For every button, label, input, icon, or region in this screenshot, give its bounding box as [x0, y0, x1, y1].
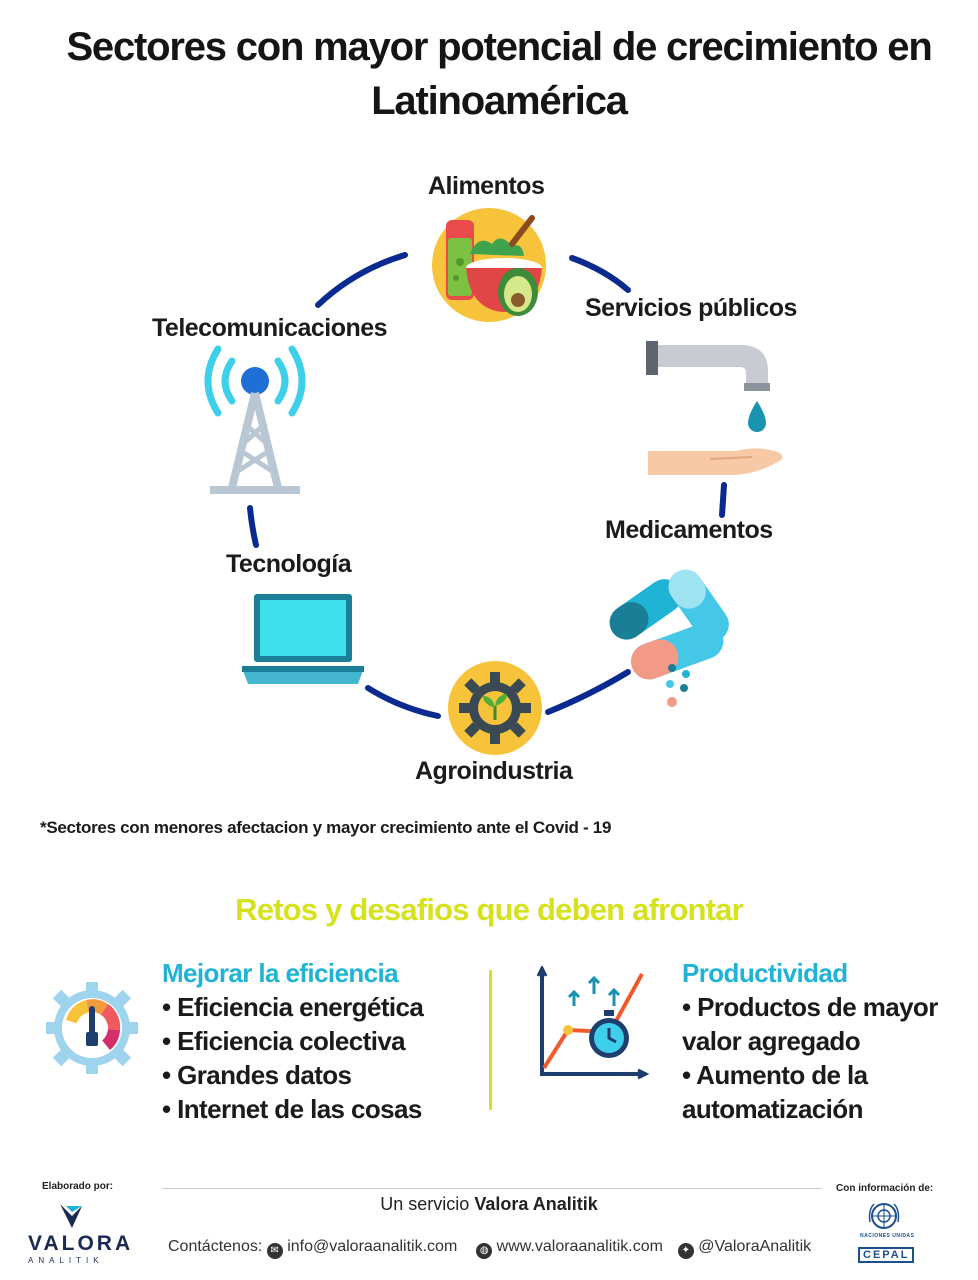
web-icon: ◍ — [476, 1243, 493, 1259]
page-title: Sectores con mayor potencial de crecimie… — [66, 25, 932, 123]
capsules-icon — [609, 569, 729, 707]
eficiencia-title: Mejorar la eficiencia — [162, 958, 399, 988]
ring-arc-left — [247, 505, 259, 548]
productividad-list: Productos de mayor valor agregado Aument… — [682, 990, 962, 1126]
ring-arc-top-left — [315, 252, 408, 308]
ring-arc-right — [719, 482, 727, 518]
ring-arc-bottom-right — [545, 669, 631, 715]
un-text: NACIONES UNIDAS — [860, 1233, 915, 1239]
sector-label-medicamentos: Medicamentos — [605, 516, 773, 544]
con-info-label: Con información de: — [836, 1183, 934, 1194]
productividad-title: Productividad — [682, 958, 848, 988]
list-item: Eficiencia colectiva — [162, 1024, 482, 1058]
valora-logo: VALORA ANALITIK — [28, 1232, 133, 1265]
twitter-icon: ✦ — [677, 1243, 694, 1259]
servicio-line: Un servicio Valora Analitik — [0, 1194, 978, 1215]
contact-line: Contáctenos: ✉ info@valoraanalitik.com ◍… — [168, 1238, 811, 1259]
valora-logo-mark — [60, 1204, 82, 1228]
sector-label-tecnologia: Tecnología — [226, 550, 352, 578]
food-bowl-icon — [432, 208, 546, 322]
sector-label-servicios: Servicios públicos — [585, 294, 797, 322]
servicio-prefix: Un servicio — [380, 1194, 470, 1214]
ring-arc-bottom-left — [365, 685, 441, 719]
retos-title: Retos y desafios que deben afrontar — [235, 892, 744, 927]
list-item: Aumento de la automatización — [682, 1058, 962, 1126]
email-link[interactable]: info@valoraanalitik.com — [287, 1238, 458, 1255]
cepal-logo: CEPAL — [858, 1247, 915, 1263]
list-item: Internet de las cosas — [162, 1092, 482, 1126]
sector-label-agroindustria: Agroindustria — [415, 757, 573, 785]
servicio-brand: Valora Analitik — [474, 1194, 598, 1214]
un-emblem-icon — [868, 1203, 900, 1229]
sector-label-telecom: Telecomunicaciones — [152, 314, 388, 342]
laptop-icon — [242, 594, 364, 684]
contact-label: Contáctenos: — [168, 1238, 263, 1255]
ring-arc-top-right — [569, 255, 631, 293]
section-divider — [489, 970, 492, 1110]
telecom-tower-icon — [204, 345, 306, 494]
list-item: Eficiencia energética — [162, 990, 482, 1024]
covid-note: *Sectores con menores afectacion y mayor… — [40, 818, 612, 837]
web-link[interactable]: www.valoraanalitik.com — [496, 1238, 663, 1255]
cycle-ring — [247, 252, 727, 719]
valora-logo-text: VALORA — [28, 1232, 134, 1255]
productivity-chart-icon — [536, 966, 650, 1080]
gauge-gear-icon — [46, 982, 138, 1074]
list-item: Productos de mayor valor agregado — [682, 990, 962, 1058]
eficiencia-list: Eficiencia energética Eficiencia colecti… — [162, 990, 482, 1126]
list-item: Grandes datos — [162, 1058, 482, 1092]
elaborado-label: Elaborado por: — [42, 1181, 114, 1192]
footer-rule — [162, 1188, 822, 1189]
twitter-link[interactable]: @ValoraAnalitik — [698, 1238, 812, 1255]
email-icon: ✉ — [266, 1243, 283, 1259]
sector-label-alimentos: Alimentos — [428, 172, 545, 200]
analitik-logo-text: ANALITIK — [28, 1256, 104, 1265]
faucet-hand-icon — [646, 341, 783, 475]
gear-sprout-icon — [448, 661, 542, 755]
